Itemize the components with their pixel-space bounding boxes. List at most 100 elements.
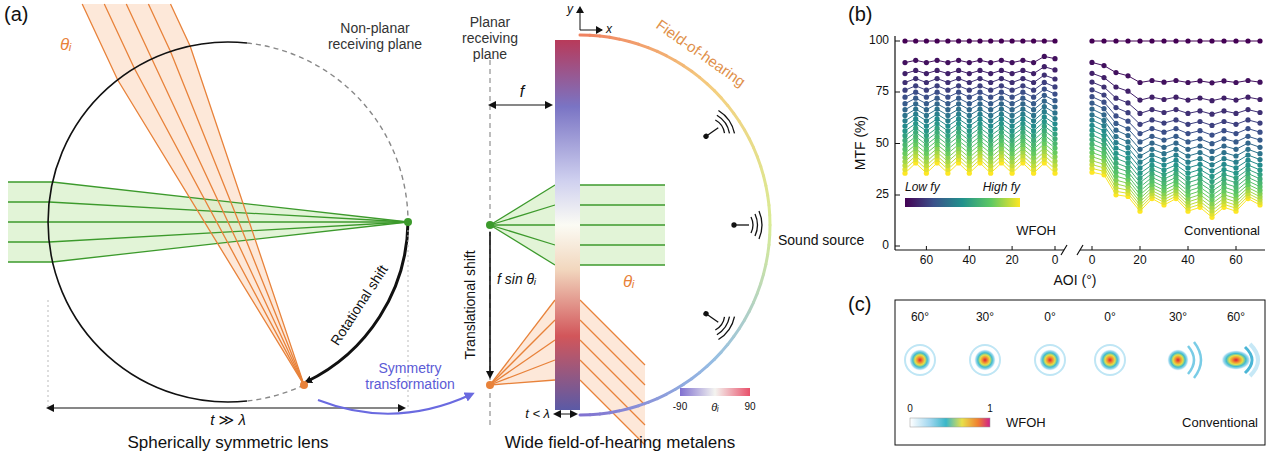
- mtf-point: [1125, 126, 1130, 131]
- mtf-point: [956, 90, 961, 95]
- mtf-point: [1173, 141, 1178, 146]
- mtf-point: [1221, 108, 1226, 113]
- mtf-point: [1020, 112, 1025, 117]
- mtf-point: [1042, 54, 1047, 59]
- mtf-point: [1052, 76, 1057, 81]
- mtf-point: [967, 107, 972, 112]
- ray: [490, 300, 555, 385]
- mtf-point: [935, 121, 940, 126]
- mtf-point: [1113, 134, 1118, 139]
- mtf-point: [924, 80, 929, 85]
- mtf-point: [913, 121, 918, 126]
- mtf-point: [1245, 95, 1250, 100]
- mtf-point: [1161, 162, 1166, 167]
- mtf-point: [1221, 156, 1226, 161]
- mtf-point: [1089, 141, 1094, 146]
- mtf-line: [1092, 165, 1260, 211]
- mtf-point: [1113, 151, 1118, 156]
- mtf-point: [1257, 145, 1262, 150]
- ray: [580, 264, 665, 265]
- mtf-point: [1233, 180, 1238, 185]
- axis-name: y: [567, 3, 573, 17]
- lens-caption: Spherically symmetric lens: [127, 433, 328, 453]
- mtf-point: [1257, 157, 1262, 162]
- series-label: Conventional: [1184, 224, 1260, 239]
- axis-title: MTF (%): [852, 116, 868, 170]
- mtf-point: [1149, 141, 1154, 146]
- mtf-point: [902, 80, 907, 85]
- mtf-point: [1137, 171, 1142, 176]
- mtf-point: [1221, 143, 1226, 148]
- mtf-point: [988, 60, 993, 65]
- ray: [580, 224, 665, 225]
- mtf-point: [1149, 162, 1154, 167]
- angle-colorbar: [680, 388, 750, 396]
- mtf-point: [988, 133, 993, 138]
- axis-name: x: [606, 23, 612, 37]
- mtf-point: [1185, 139, 1190, 144]
- focus-dot: [404, 218, 412, 226]
- transform-label: Symmetry transformation: [357, 360, 463, 392]
- mtf-point: [1173, 95, 1178, 100]
- mtf-point: [1010, 123, 1015, 128]
- mtf-point: [1042, 128, 1047, 133]
- mtf-point: [977, 38, 982, 43]
- mtf-point: [1113, 96, 1118, 101]
- angle-label: 0°: [1044, 311, 1055, 325]
- mtf-point: [1257, 162, 1262, 167]
- plane-label: Planar receiving plane: [444, 14, 536, 62]
- mtf-point: [988, 95, 993, 100]
- ray: [148, 4, 304, 385]
- mtf-point: [1113, 145, 1118, 150]
- colorbar-label: Low fy: [905, 181, 940, 195]
- mtf-point: [1161, 38, 1166, 43]
- mtf-point: [1125, 133, 1130, 138]
- mtf-point: [967, 118, 972, 123]
- lens-surface: [48, 42, 247, 402]
- mtf-point: [999, 96, 1004, 101]
- mtf-point: [913, 38, 918, 43]
- mtf-point: [1052, 121, 1057, 126]
- mtf-line: [1092, 140, 1260, 187]
- mtf-point: [1173, 107, 1178, 112]
- ray: [490, 340, 555, 385]
- mtf-point: [1197, 108, 1202, 113]
- mtf-line: [1092, 161, 1260, 208]
- x-axis: [1080, 249, 1265, 250]
- ray: [490, 380, 555, 385]
- mtf-point: [967, 88, 972, 93]
- mtf-point: [1125, 119, 1130, 124]
- shift-label: Translational shift: [462, 250, 478, 359]
- mtf-point: [1101, 123, 1106, 128]
- metalens-bar: [555, 40, 580, 410]
- mtf-point: [1209, 38, 1214, 43]
- mtf-point: [1031, 38, 1036, 43]
- mtf-point: [1197, 172, 1202, 177]
- mtf-point: [1137, 153, 1142, 158]
- mtf-point: [1221, 95, 1226, 100]
- mtf-point: [1125, 145, 1130, 150]
- panel-letter: (c): [848, 293, 871, 316]
- mtf-point: [1031, 71, 1036, 76]
- mtf-point: [1149, 134, 1154, 139]
- mtf-point: [945, 60, 950, 65]
- mtf-point: [1042, 64, 1047, 69]
- mtf-point: [1257, 38, 1262, 43]
- receiving-surface: [247, 43, 408, 401]
- mtf-point: [935, 76, 940, 81]
- mtf-point: [1161, 172, 1166, 177]
- ray: [580, 340, 645, 405]
- tick-label: 100: [869, 34, 889, 48]
- mtf-point: [1020, 58, 1025, 63]
- mtf-point: [1197, 176, 1202, 181]
- mtf-point: [1233, 171, 1238, 176]
- mtf-point: [988, 113, 993, 118]
- mtf-point: [1031, 101, 1036, 106]
- mtf-point: [1137, 139, 1142, 144]
- ray-shade: [8, 182, 408, 262]
- mtf-point: [1197, 156, 1202, 161]
- colorbar-label: High fy: [983, 181, 1020, 195]
- mtf-point: [956, 107, 961, 112]
- colorbar-tick: 90: [744, 401, 755, 413]
- angle-symbol: θᵢ: [623, 272, 634, 292]
